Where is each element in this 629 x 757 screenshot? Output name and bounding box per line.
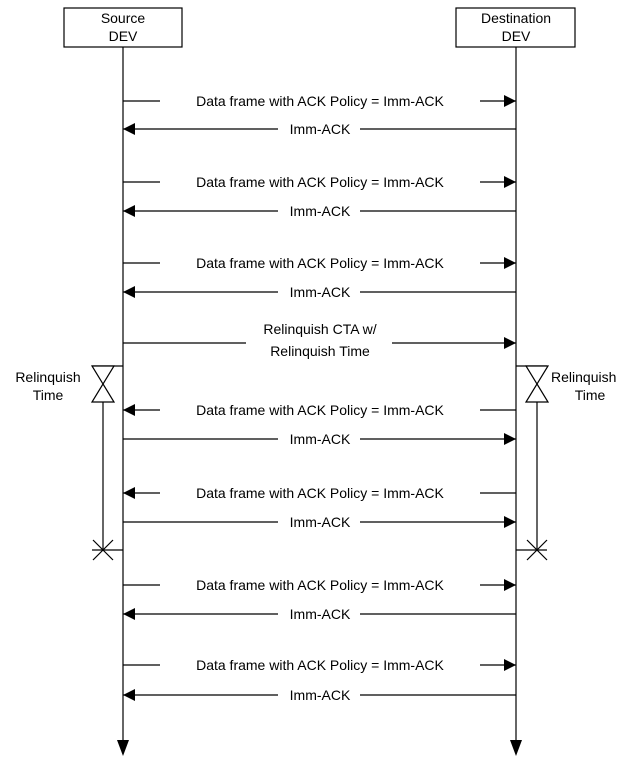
message-9-label: Imm-ACK: [290, 431, 351, 447]
message-6-label: Imm-ACK: [290, 284, 351, 300]
right-timer-hourglass-icon: [524, 365, 550, 403]
message-14: Data frame with ACK Policy = Imm-ACK: [123, 656, 516, 674]
source-entity-line1: Source: [101, 10, 146, 26]
right-timer-label-line1: Relinquish: [551, 369, 616, 385]
message-6: Imm-ACK: [123, 283, 516, 301]
message-7: Relinquish CTA w/ Relinquish Time: [123, 318, 516, 362]
left-relinquish-timer: Relinquish Time: [15, 365, 123, 561]
destination-lifeline-arrowhead: [510, 740, 522, 756]
message-3: Data frame with ACK Policy = Imm-ACK: [123, 173, 516, 191]
message-4-label: Imm-ACK: [290, 203, 351, 219]
destination-entity-line1: Destination: [481, 10, 551, 26]
message-5: Data frame with ACK Policy = Imm-ACK: [123, 254, 516, 272]
right-timer-label-line2: Time: [575, 387, 606, 403]
source-entity-line2: DEV: [109, 28, 138, 44]
message-15-label: Imm-ACK: [290, 687, 351, 703]
message-13: Imm-ACK: [123, 605, 516, 623]
message-3-label: Data frame with ACK Policy = Imm-ACK: [196, 174, 444, 190]
message-4: Imm-ACK: [123, 202, 516, 220]
message-11-label: Imm-ACK: [290, 514, 351, 530]
message-7-label-line2: Relinquish Time: [270, 343, 370, 359]
message-14-label: Data frame with ACK Policy = Imm-ACK: [196, 657, 444, 673]
right-relinquish-timer: Relinquish Time: [516, 365, 616, 561]
message-10-label: Data frame with ACK Policy = Imm-ACK: [196, 485, 444, 501]
message-9: Imm-ACK: [123, 430, 516, 448]
message-15: Imm-ACK: [123, 686, 516, 704]
message-8: Data frame with ACK Policy = Imm-ACK: [123, 401, 516, 419]
source-entity: Source DEV: [63, 7, 183, 48]
message-11: Imm-ACK: [123, 513, 516, 531]
destination-entity-line2: DEV: [502, 28, 531, 44]
message-7-label-line1: Relinquish CTA w/: [263, 321, 376, 337]
message-2-label: Imm-ACK: [290, 121, 351, 137]
message-12-label: Data frame with ACK Policy = Imm-ACK: [196, 577, 444, 593]
message-12: Data frame with ACK Policy = Imm-ACK: [123, 576, 516, 594]
source-lifeline-arrowhead: [117, 740, 129, 756]
left-timer-label-line1: Relinquish: [15, 369, 80, 385]
left-timer-label-line2: Time: [33, 387, 64, 403]
message-1-label: Data frame with ACK Policy = Imm-ACK: [196, 93, 444, 109]
destination-entity: Destination DEV: [455, 7, 576, 48]
message-1: Data frame with ACK Policy = Imm-ACK: [123, 92, 516, 110]
message-13-label: Imm-ACK: [290, 606, 351, 622]
message-8-label: Data frame with ACK Policy = Imm-ACK: [196, 402, 444, 418]
left-timer-hourglass-icon: [90, 365, 116, 403]
message-5-label: Data frame with ACK Policy = Imm-ACK: [196, 255, 444, 271]
message-10: Data frame with ACK Policy = Imm-ACK: [123, 484, 516, 502]
message-2: Imm-ACK: [123, 120, 516, 138]
